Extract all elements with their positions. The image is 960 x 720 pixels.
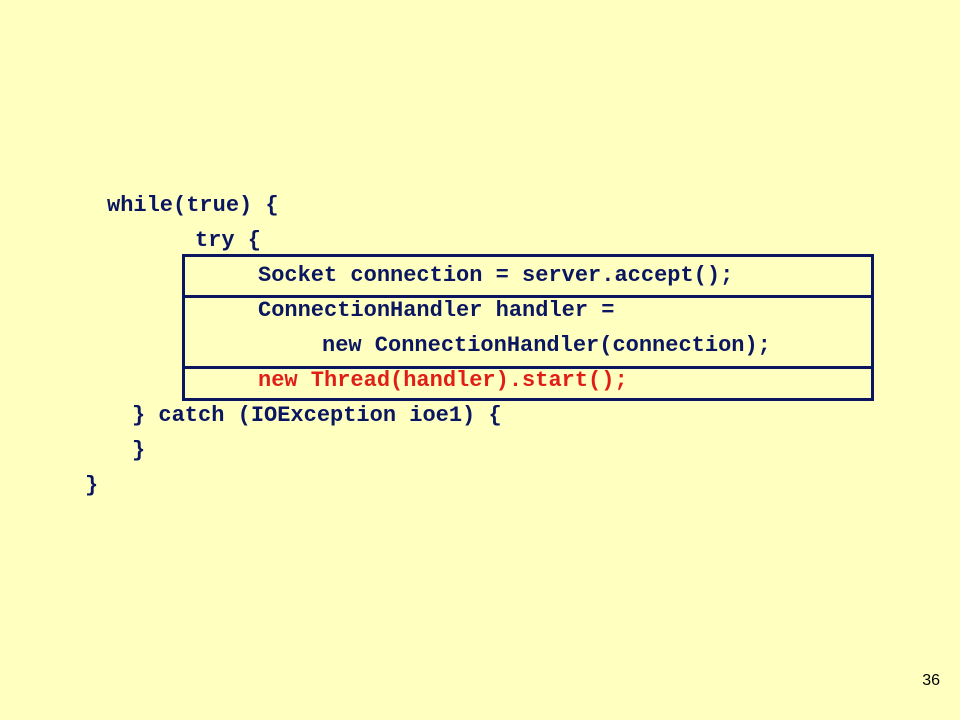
code-line-handler-decl: ConnectionHandler handler =	[258, 298, 615, 323]
code-line-handler-new: new ConnectionHandler(connection);	[322, 333, 771, 358]
code-line-close-catch: }	[132, 438, 146, 463]
code-line-try: try {	[195, 228, 262, 253]
code-line-catch: } catch (IOException ioe1) {	[132, 403, 502, 428]
code-line-thread-start: new Thread(handler).start();	[258, 368, 628, 393]
code-line-socket: Socket connection = server.accept();	[258, 263, 734, 288]
code-box-thread	[182, 366, 874, 401]
code-line-close-while: }	[85, 473, 99, 498]
page-number: 36	[922, 672, 940, 689]
code-line-while: while(true) {	[107, 193, 279, 218]
